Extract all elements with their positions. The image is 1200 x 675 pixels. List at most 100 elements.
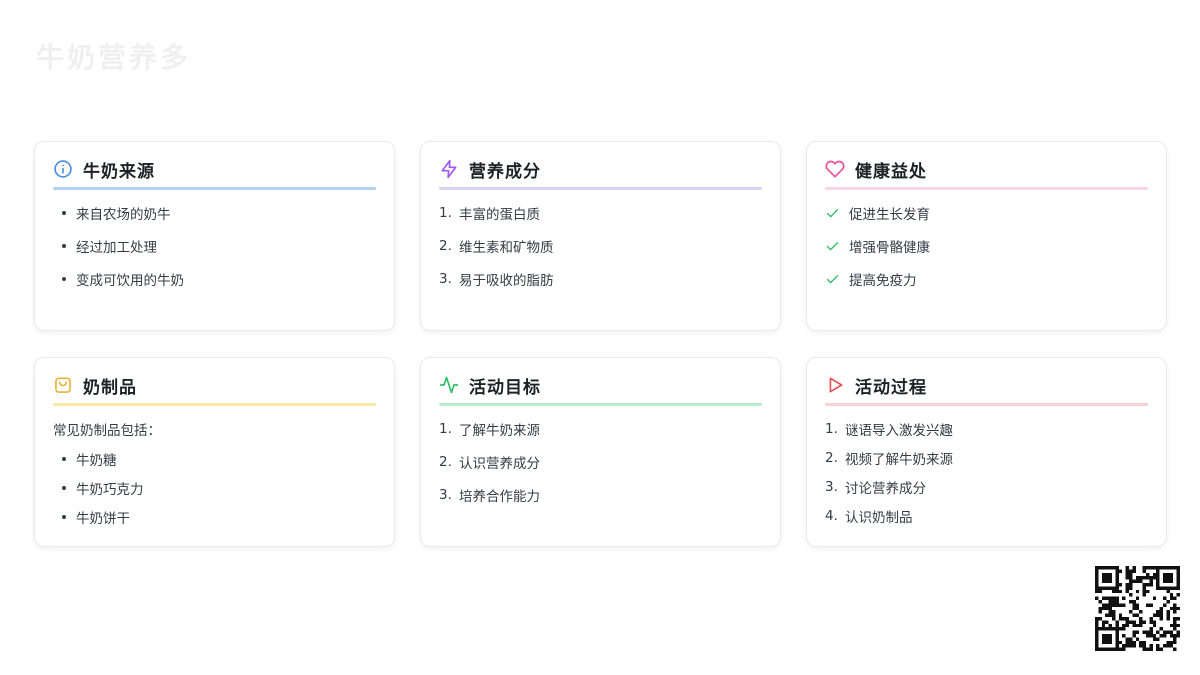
card-list: 1. 谜语导入激发兴趣 2. 视频了解牛奶来源 3. 讨论营养成分 4. 认识奶制品 <box>825 419 1148 526</box>
list-item: 牛奶饼干 <box>53 507 376 527</box>
card-dairy-products: 奶制品 常见奶制品包括：牛奶糖牛奶巧克力牛奶饼干 <box>34 357 395 547</box>
list-item: 3. 易于吸收的脂肪 <box>439 269 762 289</box>
card-list: 1. 了解牛奶来源 2. 认识营养成分 3. 培养合作能力 <box>439 419 762 505</box>
list-item-text: 易于吸收的脂肪 <box>459 273 554 289</box>
list-item-text: 了解牛奶来源 <box>459 423 540 439</box>
list-item: 2. 认识营养成分 <box>439 452 762 472</box>
item-number: 2. <box>439 238 452 254</box>
qr-code <box>1095 566 1180 651</box>
list-item-text: 变成可饮用的牛奶 <box>76 273 184 289</box>
card-body: 促进生长发育增强骨骼健康提高免疫力 <box>825 203 1148 289</box>
list-item: 3. 培养合作能力 <box>439 485 762 505</box>
bullet-icon <box>62 211 66 215</box>
card-body: 1. 丰富的蛋白质 2. 维生素和矿物质 3. 易于吸收的脂肪 <box>439 203 762 289</box>
list-item-text: 认识营养成分 <box>459 456 540 472</box>
item-number: 3. <box>825 479 838 495</box>
list-item: 增强骨骼健康 <box>825 236 1148 256</box>
item-number: 2. <box>825 450 838 466</box>
list-item-text: 经过加工处理 <box>76 240 157 256</box>
list-item: 1. 了解牛奶来源 <box>439 419 762 439</box>
bullet-icon <box>62 486 66 490</box>
list-item-text: 认识奶制品 <box>845 510 913 526</box>
card-title: 健康益处 <box>855 161 927 182</box>
card-accent-underline <box>53 403 376 406</box>
card-activity-process: 活动过程 1. 谜语导入激发兴趣 2. 视频了解牛奶来源 3. 讨论营养成分 4. 认识奶制品 <box>806 357 1167 547</box>
list-item-text: 培养合作能力 <box>459 489 540 505</box>
info-icon <box>53 159 73 179</box>
item-number: 2. <box>439 454 452 470</box>
list-item: 促进生长发育 <box>825 203 1148 223</box>
card-title: 活动过程 <box>855 377 927 398</box>
check-icon <box>825 239 840 254</box>
card-body: 1. 谜语导入激发兴趣 2. 视频了解牛奶来源 3. 讨论营养成分 4. 认识奶制品 <box>825 419 1148 526</box>
list-item-text: 维生素和矿物质 <box>459 240 554 256</box>
activity-icon <box>439 375 459 395</box>
card-header: 牛奶来源 <box>53 157 376 182</box>
list-item: 3. 讨论营养成分 <box>825 477 1148 497</box>
card-accent-underline <box>53 187 376 190</box>
heart-icon <box>825 159 845 179</box>
bag-icon <box>53 375 73 395</box>
item-number: 1. <box>439 205 452 221</box>
page-title: 牛奶营养多 <box>36 41 192 74</box>
item-number: 1. <box>439 421 452 437</box>
check-icon <box>825 272 840 287</box>
bullet-icon <box>62 515 66 519</box>
list-item-text: 增强骨骼健康 <box>849 240 930 256</box>
card-activity-goals: 活动目标 1. 了解牛奶来源 2. 认识营养成分 3. 培养合作能力 <box>420 357 781 547</box>
card-accent-underline <box>439 187 762 190</box>
card-title: 营养成分 <box>469 161 541 182</box>
list-item: 2. 视频了解牛奶来源 <box>825 448 1148 468</box>
list-item-text: 丰富的蛋白质 <box>459 207 540 223</box>
list-item-text: 谜语导入激发兴趣 <box>845 423 953 439</box>
list-item-text: 促进生长发育 <box>849 207 930 223</box>
list-item: 2. 维生素和矿物质 <box>439 236 762 256</box>
list-item: 牛奶巧克力 <box>53 478 376 498</box>
bullet-icon <box>62 244 66 248</box>
item-number: 1. <box>825 421 838 437</box>
bullet-icon <box>62 277 66 281</box>
card-accent-underline <box>825 403 1148 406</box>
bullet-icon <box>62 457 66 461</box>
list-item-text: 来自农场的奶牛 <box>76 207 171 223</box>
card-list: 牛奶糖牛奶巧克力牛奶饼干 <box>53 449 376 527</box>
card-body: 1. 了解牛奶来源 2. 认识营养成分 3. 培养合作能力 <box>439 419 762 505</box>
zap-icon <box>439 159 459 179</box>
card-header: 奶制品 <box>53 373 376 398</box>
list-item-text: 提高免疫力 <box>849 273 917 289</box>
play-icon <box>825 375 845 395</box>
list-item: 4. 认识奶制品 <box>825 506 1148 526</box>
check-icon <box>825 206 840 221</box>
list-item: 牛奶糖 <box>53 449 376 469</box>
list-item-text: 牛奶饼干 <box>76 511 130 527</box>
list-item-text: 讨论营养成分 <box>845 481 926 497</box>
list-item: 经过加工处理 <box>53 236 376 256</box>
list-item-text: 视频了解牛奶来源 <box>845 452 953 468</box>
card-grid: 牛奶来源 来自农场的奶牛经过加工处理变成可饮用的牛奶 营养成分 1. 丰富的蛋白质… <box>34 141 1167 547</box>
list-item: 1. 谜语导入激发兴趣 <box>825 419 1148 439</box>
card-header: 健康益处 <box>825 157 1148 182</box>
card-milk-source: 牛奶来源 来自农场的奶牛经过加工处理变成可饮用的牛奶 <box>34 141 395 331</box>
list-item: 提高免疫力 <box>825 269 1148 289</box>
card-list: 来自农场的奶牛经过加工处理变成可饮用的牛奶 <box>53 203 376 289</box>
card-body: 来自农场的奶牛经过加工处理变成可饮用的牛奶 <box>53 203 376 289</box>
list-item: 变成可饮用的牛奶 <box>53 269 376 289</box>
card-health-benefits: 健康益处 促进生长发育增强骨骼健康提高免疫力 <box>806 141 1167 331</box>
card-header: 活动过程 <box>825 373 1148 398</box>
card-nutrition-components: 营养成分 1. 丰富的蛋白质 2. 维生素和矿物质 3. 易于吸收的脂肪 <box>420 141 781 331</box>
card-accent-underline <box>439 403 762 406</box>
card-title: 牛奶来源 <box>83 161 155 182</box>
item-number: 3. <box>439 487 452 503</box>
list-item: 1. 丰富的蛋白质 <box>439 203 762 223</box>
list-item: 来自农场的奶牛 <box>53 203 376 223</box>
item-number: 3. <box>439 271 452 287</box>
card-title: 奶制品 <box>83 377 137 398</box>
card-header: 活动目标 <box>439 373 762 398</box>
card-header: 营养成分 <box>439 157 762 182</box>
item-number: 4. <box>825 508 838 524</box>
card-accent-underline <box>825 187 1148 190</box>
list-item-text: 牛奶巧克力 <box>76 482 144 498</box>
card-title: 活动目标 <box>469 377 541 398</box>
card-list: 1. 丰富的蛋白质 2. 维生素和矿物质 3. 易于吸收的脂肪 <box>439 203 762 289</box>
card-list: 促进生长发育增强骨骼健康提高免疫力 <box>825 203 1148 289</box>
